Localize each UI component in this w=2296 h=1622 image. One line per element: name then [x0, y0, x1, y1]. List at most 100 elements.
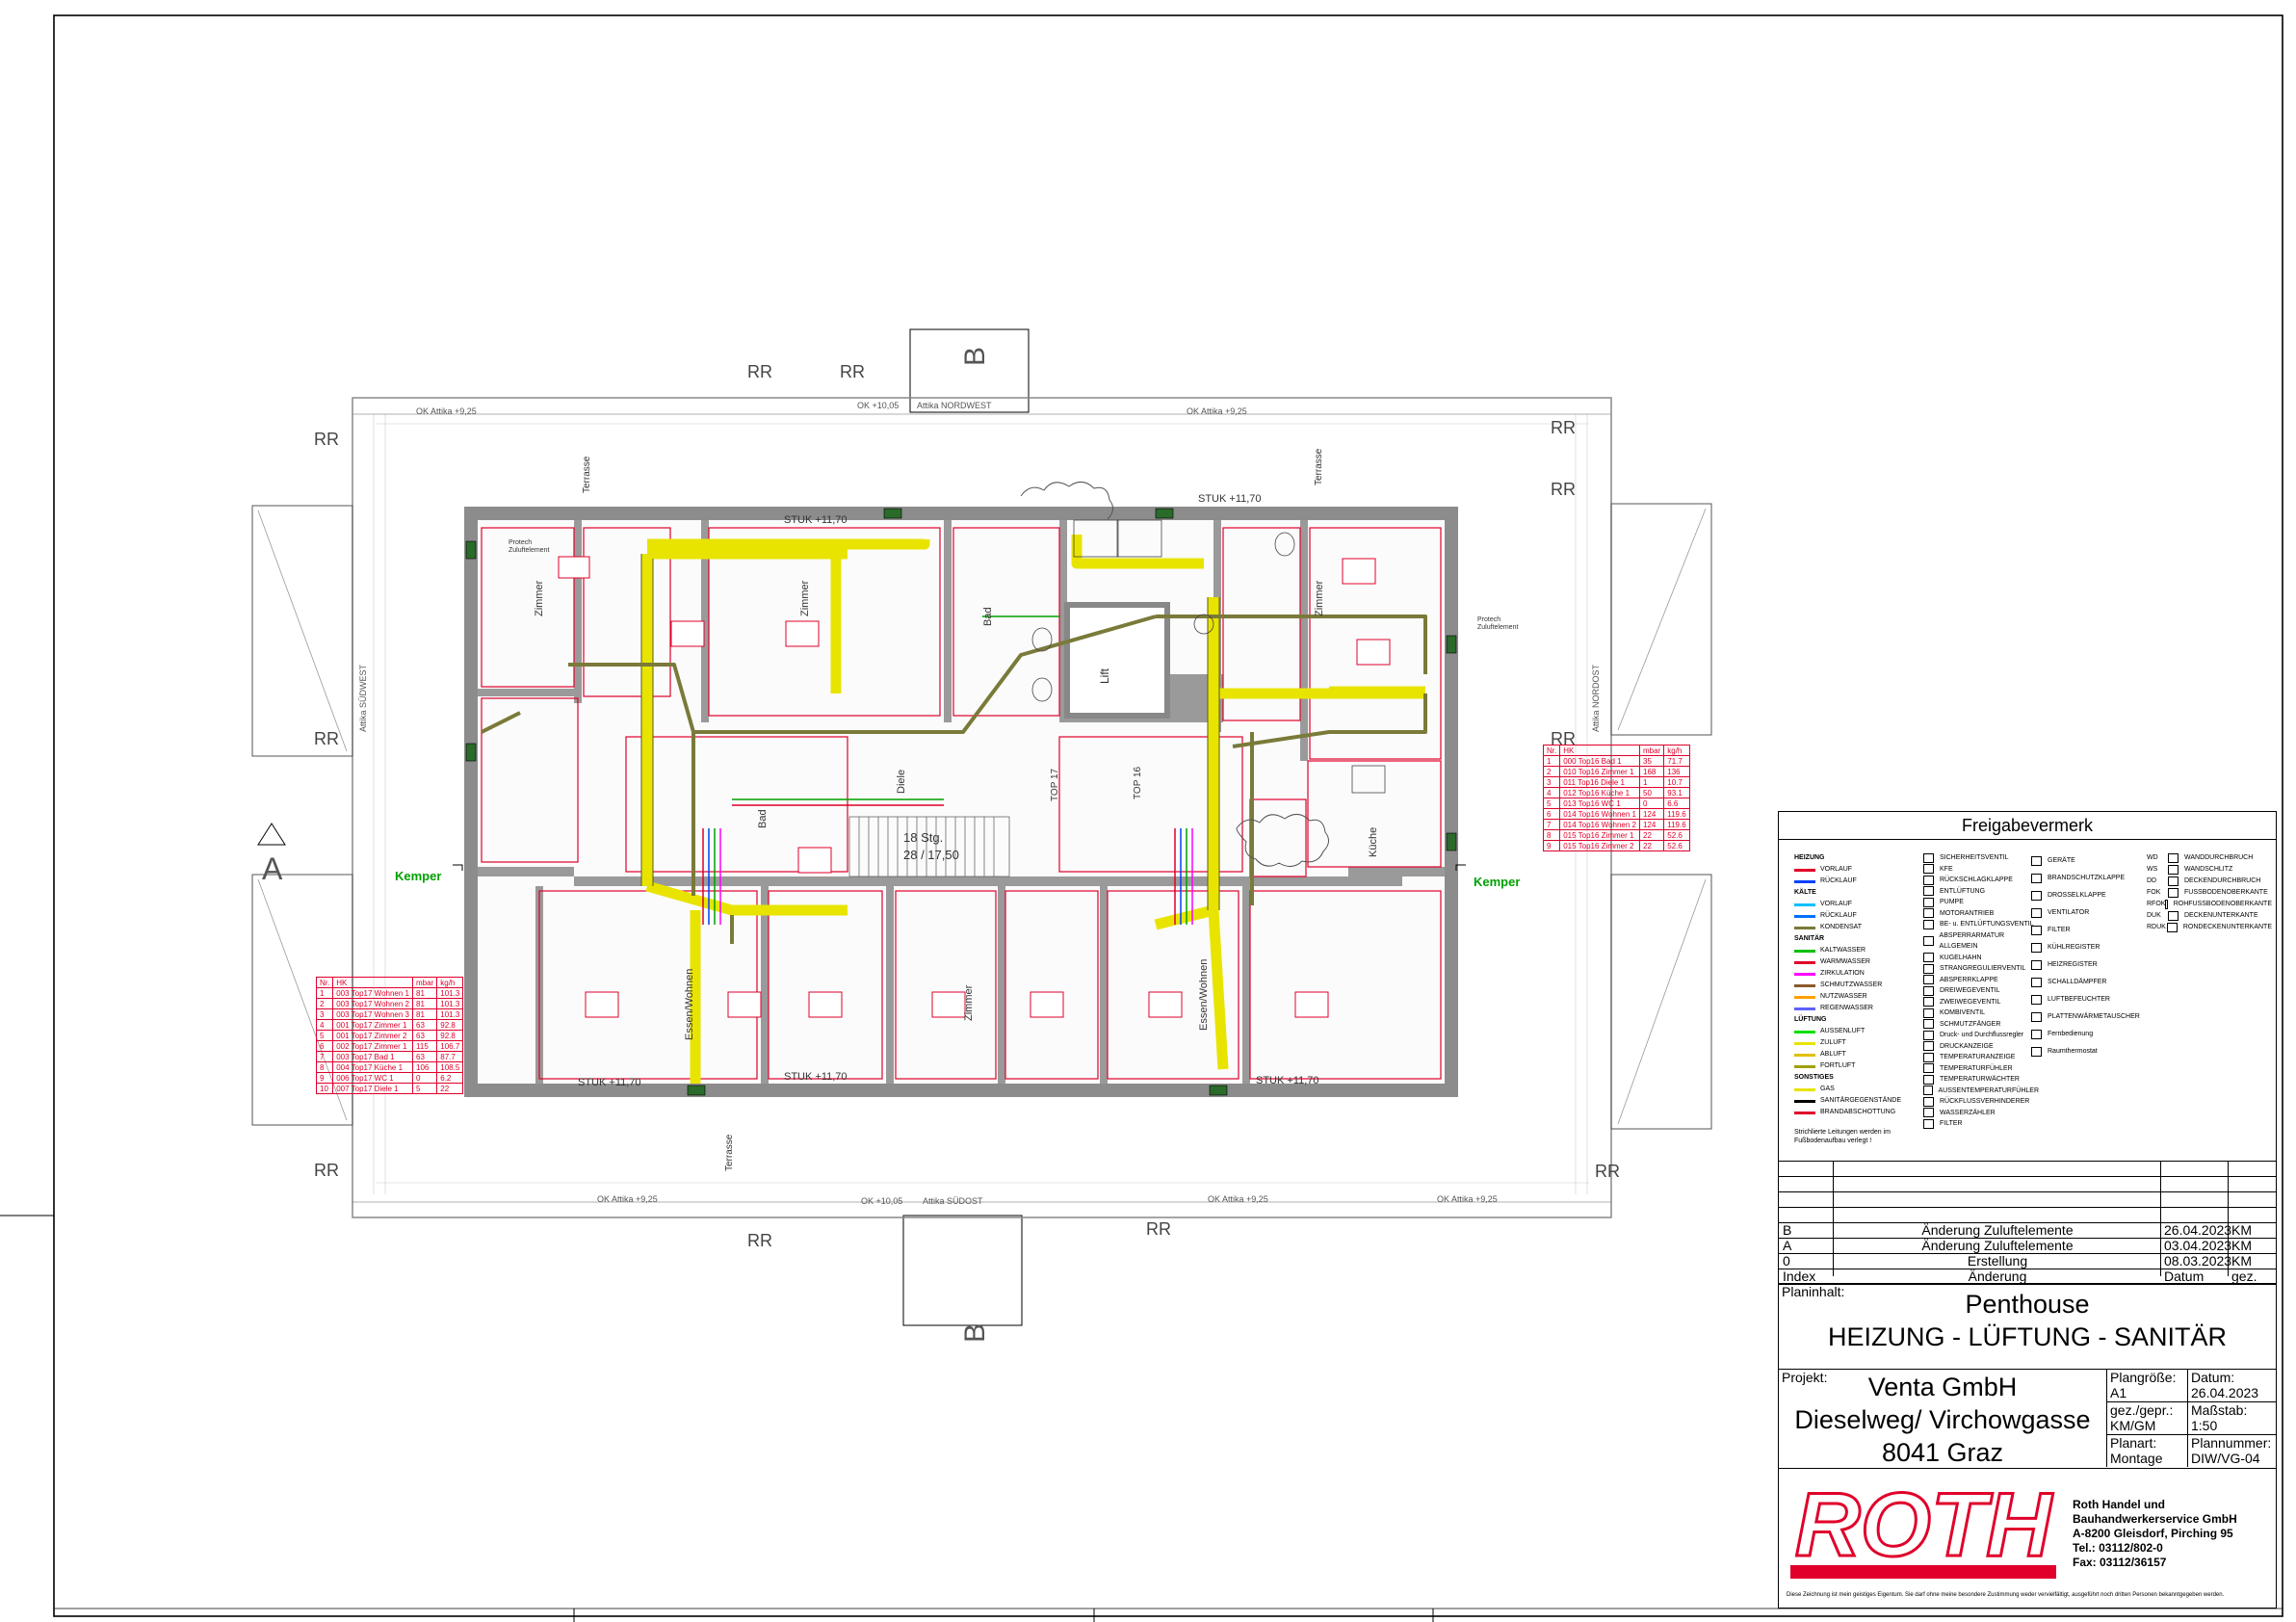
revision-cell: Datum [2164, 1269, 2205, 1284]
stuk-label: STUK +11,70 [784, 1071, 848, 1083]
table-cell: 106.7 [436, 1040, 464, 1052]
rr-label: RR [1551, 480, 1576, 499]
table-cell: 001 Top17 Zimmer 1 [332, 1019, 414, 1031]
kemper-label: Kemper [395, 869, 442, 883]
table-cell: 93.1 [1663, 787, 1690, 798]
terrasse-label: Terrasse [724, 1134, 735, 1171]
legend-symbol-item: PUMPE [1923, 897, 2039, 908]
table-cell: 124 [1639, 819, 1665, 830]
table-cell: 3 [315, 1008, 334, 1020]
table-cell: 22 [436, 1083, 464, 1094]
attika-nordwest-label: Attika NORDWEST [917, 401, 992, 410]
legend-symbol-item: KFE [1923, 864, 2039, 876]
table-cell: 9 [315, 1072, 334, 1084]
legend-symbol-icon [1923, 997, 1934, 1007]
legend-symbol-item: TEMPERATURWÄCHTER [1923, 1074, 2039, 1086]
ventilation-ducts [641, 535, 1425, 1084]
revision-cell: 03.04.2023 [2164, 1238, 2232, 1253]
company-fax: Fax: 03112/36157 [2073, 1556, 2167, 1569]
legend-symbol-item: VENTILATOR [2031, 904, 2147, 922]
legend-item: BRANDABSCHOTTUNG [1794, 1107, 1948, 1118]
legend-symbol-icon [1923, 1019, 1934, 1030]
legend-symbol-item: BE- u. ENTLÜFTUNGSVENTIL [1923, 919, 2039, 930]
revision-cell: 26.04.2023 [2164, 1222, 2232, 1238]
logo-text: ROTH [1795, 1478, 2053, 1575]
plan-number-value: DIW/VG-04 [2191, 1451, 2260, 1466]
stair-count: 18 Stg. [903, 830, 944, 845]
staircase [848, 816, 1010, 877]
stair-dimensions: 28 / 17,50 [903, 848, 959, 862]
legend-item: VORLAUF [1794, 864, 1948, 876]
revision-cell: A [1783, 1238, 1792, 1253]
table-cell: 1 [1542, 755, 1561, 767]
revision-clouds [1020, 482, 1329, 867]
legend-item: KONDENSAT [1794, 922, 1948, 933]
legend-item: VORLAUF [1794, 899, 1948, 910]
ok-attika-label: OK Attika +9,25 [416, 406, 477, 416]
protech-label: Protech [509, 539, 533, 546]
plan-size: A1 [2110, 1385, 2127, 1400]
scale-value: 1:50 [2191, 1418, 2218, 1433]
legend-symbol-item: Fernbedienung [2031, 1026, 2147, 1043]
legend-item: ABLUFT [1794, 1049, 1948, 1060]
legend-lueftung: LÜFTUNG [1794, 1016, 1827, 1023]
legend-symbol-icon [2031, 978, 2042, 987]
room-outlines [481, 527, 1442, 1080]
legend-symbol-item: RÜCKFLUSSVERHINDERER [1923, 1096, 2039, 1108]
legend-symbol-item: STRANGREGULIERVENTIL [1923, 963, 2039, 975]
stuk-label: STUK +11,70 [1256, 1075, 1319, 1086]
table-cell: 003 Top17 Wohnen 1 [332, 987, 414, 999]
table-cell: 81 [412, 998, 438, 1009]
project-line2: Dieselweg/ Virchowgasse [1794, 1405, 2091, 1434]
legend-symbol-item: SCHALLDÄMPFER [2031, 974, 2147, 991]
legend-symbol-icon [1923, 1052, 1934, 1062]
table-cell: 63 [412, 1051, 438, 1062]
company-name-1: Roth Handel und [2073, 1498, 2165, 1511]
table-cell: 136 [1663, 766, 1690, 777]
table-cell: 006 Top17 WC 1 [332, 1072, 414, 1084]
date-label: Datum: [2191, 1370, 2235, 1385]
table-cell: 003 Top17 Bad 1 [332, 1051, 414, 1062]
rr-label: RR [747, 1231, 772, 1250]
stuk-label: STUK +11,70 [784, 514, 848, 526]
company-address: A-8200 Gleisdorf, Pirching 95 [2073, 1527, 2233, 1540]
legend-symbol-icon [2031, 1030, 2042, 1039]
legend-line-swatch [1794, 1007, 1815, 1010]
table-cell: 014 Top16 Wohnen 1 [1559, 808, 1641, 820]
legend-line-swatch [1794, 1064, 1815, 1068]
table-cell: 012 Top16 Küche 1 [1559, 787, 1641, 798]
legend-symbol-icon [2168, 911, 2179, 921]
project-label: Projekt: [1782, 1370, 1828, 1385]
table-cell: 119.6 [1663, 808, 1690, 820]
table-cell: 6.2 [436, 1072, 464, 1084]
diele-label: Diele [896, 769, 907, 794]
legend-sanitaer: SANITÄR [1794, 935, 1825, 942]
distribution-lines [481, 615, 1427, 944]
revision-cell: gez. [2231, 1269, 2257, 1284]
section-a-label: A [262, 851, 283, 886]
table-cell: 22 [1639, 829, 1665, 841]
legend-heizung: HEIZUNG [1794, 854, 1825, 861]
legend-symbol-icon [1923, 919, 1934, 929]
legend-line-swatch [1794, 903, 1815, 906]
table-cell: 63 [412, 1030, 438, 1041]
revision-cell: Erstellung [1967, 1253, 2028, 1269]
legend-symbol-icon [2031, 1047, 2042, 1057]
legend-line-swatch [1794, 914, 1815, 918]
legend-item: FORTLUFT [1794, 1060, 1948, 1072]
rr-label: RR [1551, 418, 1576, 437]
legend-symbol-item: LUFTBEFEUCHTER [2031, 991, 2147, 1008]
table-cell: 1 [1639, 776, 1665, 788]
